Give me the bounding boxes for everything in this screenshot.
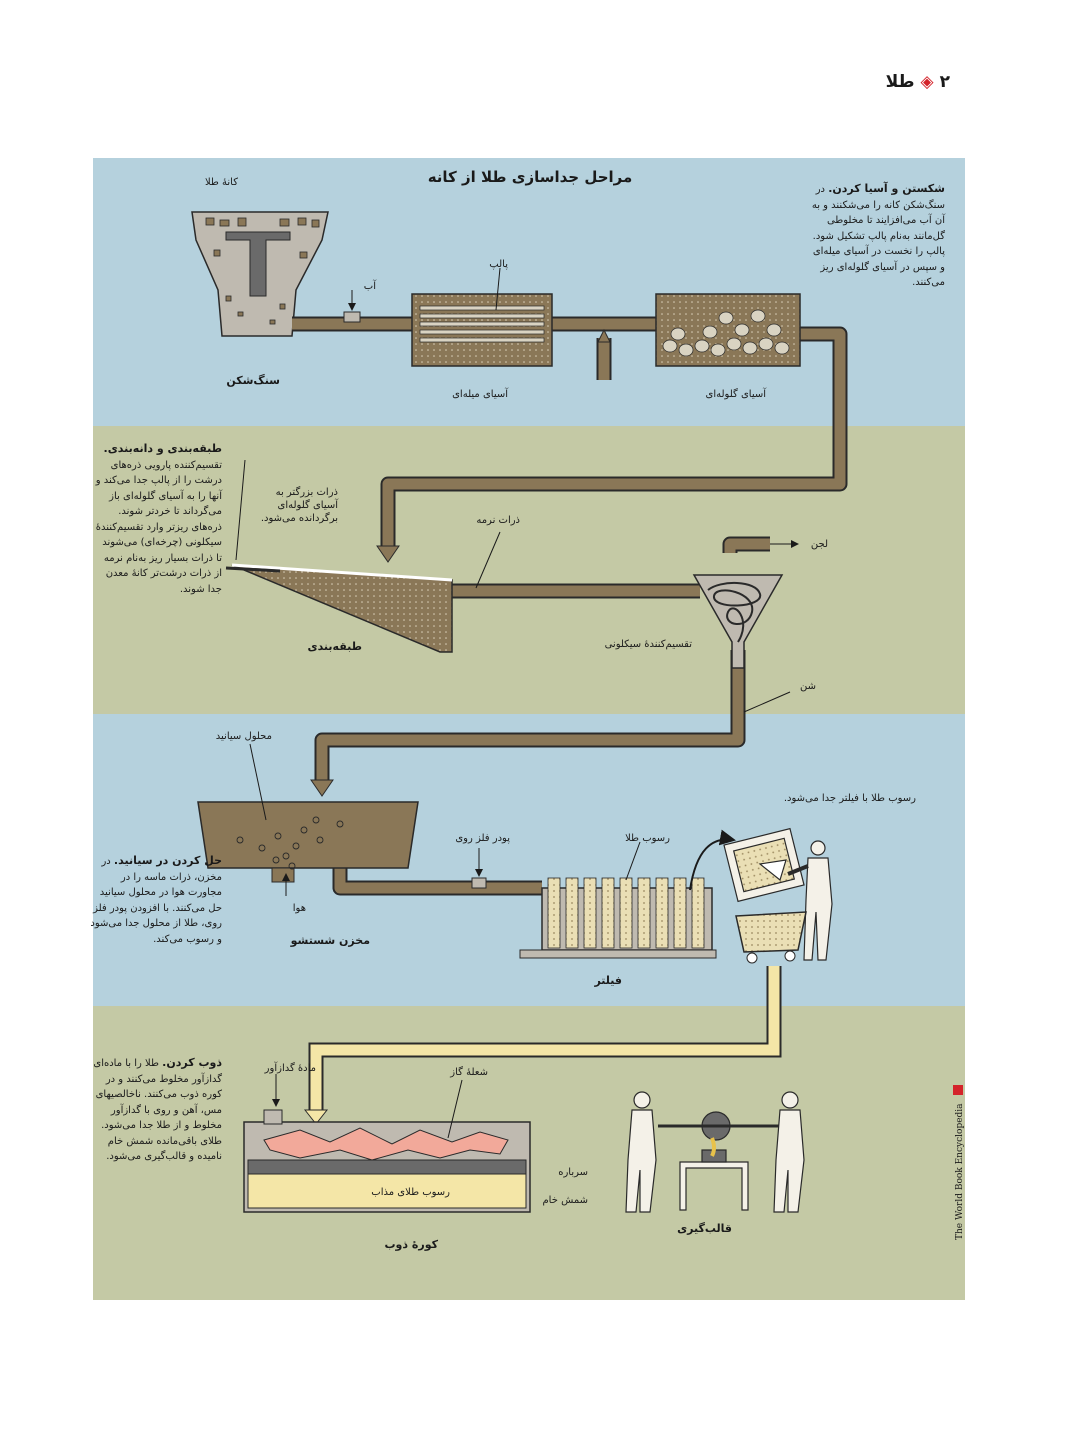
label-slag: سرباره [558, 1167, 588, 1178]
label-wash-tank: مخزن شستشو [290, 934, 370, 947]
zinc-inlet [471, 877, 487, 889]
crusher [191, 211, 329, 337]
label-filtered-note: رسوب طلا با فیلتر جدا می‌شود. [783, 793, 916, 804]
section-classifying: طبقه‌بندی و دانه‌بندی. تقسیم‌کننده پاروی… [94, 440, 222, 597]
transfer-arrow [689, 829, 736, 891]
classifier [225, 563, 453, 653]
label-crusher: سنگ‌شکن [226, 374, 280, 387]
pipe-arrow-return [597, 328, 611, 343]
label-sand: شن [800, 681, 816, 692]
page-title: طلا [885, 72, 915, 92]
diagram-title: مراحل جداسازی طلا از کانه [427, 168, 633, 186]
label-filter: فیلتر [594, 974, 622, 987]
furnace [243, 1109, 531, 1213]
label-zinc: پودر فلز روی [455, 833, 510, 844]
label-fine-particles: ذرات نرمه [476, 515, 520, 526]
diamond-icon: ◈ [920, 72, 934, 92]
section-classifying-body: تقسیم‌کننده پارویی ذره‌های درشت را از پا… [95, 459, 222, 595]
label-pulp: پالپ [489, 259, 508, 270]
section-classifying-head: طبقه‌بندی و دانه‌بندی. [103, 442, 222, 455]
precipitate-leader [625, 841, 641, 881]
label-precipitate: رسوب طلا [625, 833, 670, 844]
section-dissolving-body: در مخزن، ذرات ماسه را در مجاورت هوا در م… [90, 856, 222, 945]
casting-scene [625, 1091, 805, 1213]
section-crushing-body: در سنگ‌شکن کانه را می‌شکنند و به آن آب م… [811, 184, 945, 288]
section-smelting-body: طلا را با ماده‌ای گدازآور مخلوط می‌کنند … [93, 1058, 222, 1162]
page-number: ۲ [939, 72, 950, 92]
cyanide-leader [249, 743, 267, 821]
water-inlet [343, 311, 361, 323]
pipe-arrow-tank [310, 779, 334, 797]
label-ore: کانهٔ طلا [204, 177, 238, 188]
gold-pipe [310, 966, 780, 1112]
label-slime: لجن [810, 539, 828, 550]
cart [735, 911, 807, 964]
rod-mill [411, 293, 553, 367]
classifier-leader [235, 459, 246, 561]
label-bullion: شمش خام [542, 1195, 588, 1206]
filter-press [519, 877, 717, 959]
label-water: آب [363, 281, 376, 292]
publisher-logo-icon [953, 1085, 963, 1095]
sand-leader [743, 691, 791, 713]
ball-mill [655, 293, 801, 367]
label-cyclone: تقسیم‌کنندهٔ سیکلونی [604, 639, 692, 650]
page-header: ۲◈طلا [886, 72, 950, 92]
pulp-leader [495, 267, 501, 311]
crusher-rocks [205, 217, 320, 325]
label-flux: مادهٔ گدازآور [264, 1063, 316, 1074]
label-molten-gold: رسوب طلای مذاب [371, 1187, 450, 1198]
label-rod-mill: آسیای میله‌ای [452, 389, 508, 400]
gold-pipe-arrow [303, 1109, 329, 1125]
label-furnace: کورهٔ ذوب [384, 1238, 439, 1251]
fine-particles-leader [475, 531, 501, 589]
section-crushing: شکستن و آسیا کردن. در سنگ‌شکن کانه را می… [810, 180, 945, 291]
gold-pipe-outline [308, 966, 782, 1112]
section-dissolving: حل کردن در سیانید. در مخزن، ذرات ماسه را… [87, 852, 222, 947]
credit: The World Book Encyclopedia [955, 1103, 965, 1240]
label-coarse-particles: ذرات بزرگتر به آسیای گلوله‌ای برگردانده … [260, 487, 338, 524]
section-smelting: ذوب کردن. طلا را با ماده‌ای گدازآور مخلو… [84, 1054, 222, 1165]
flame-leader [447, 1079, 463, 1139]
cyclone [692, 574, 784, 669]
label-ball-mill: آسیای گلوله‌ای [705, 389, 766, 400]
worker-screen [723, 827, 833, 961]
section-smelting-head: ذوب کردن. [162, 1056, 222, 1069]
label-classifier: طبقه‌بندی [307, 640, 363, 653]
label-casting: قالب‌گیری [677, 1222, 732, 1235]
section-dissolving-head: حل کردن در سیانید. [113, 854, 222, 867]
label-cyanide: محلول سیانید [215, 731, 272, 742]
section-crushing-head: شکستن و آسیا کردن. [828, 182, 945, 195]
label-gas-flame: شعلهٔ گاز [450, 1067, 488, 1078]
pipe-arrow-classifier [376, 545, 400, 563]
label-air: هوا [292, 903, 306, 914]
wash-tank [197, 801, 419, 883]
